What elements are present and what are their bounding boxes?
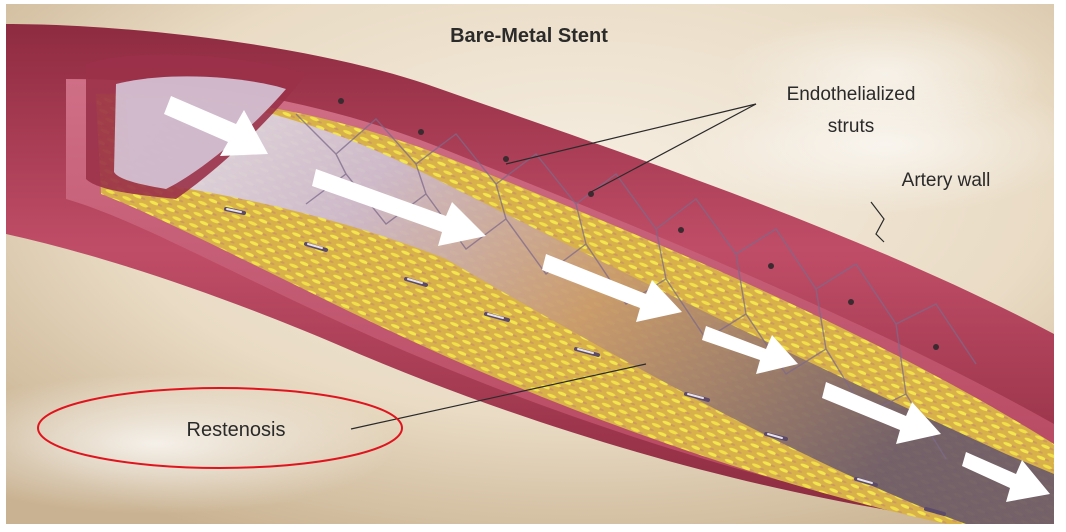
- figure-title: Bare-Metal Stent: [450, 25, 608, 47]
- endothelialized-label-line1: Endothelialized: [787, 84, 916, 105]
- artery-wall-label: Artery wall: [902, 170, 991, 191]
- endothelialized-label-line2: struts: [828, 116, 874, 137]
- restenosis-label: Restenosis: [187, 419, 286, 441]
- stent-illustration: Bare-Metal Stent Endothelialized struts …: [6, 4, 1054, 524]
